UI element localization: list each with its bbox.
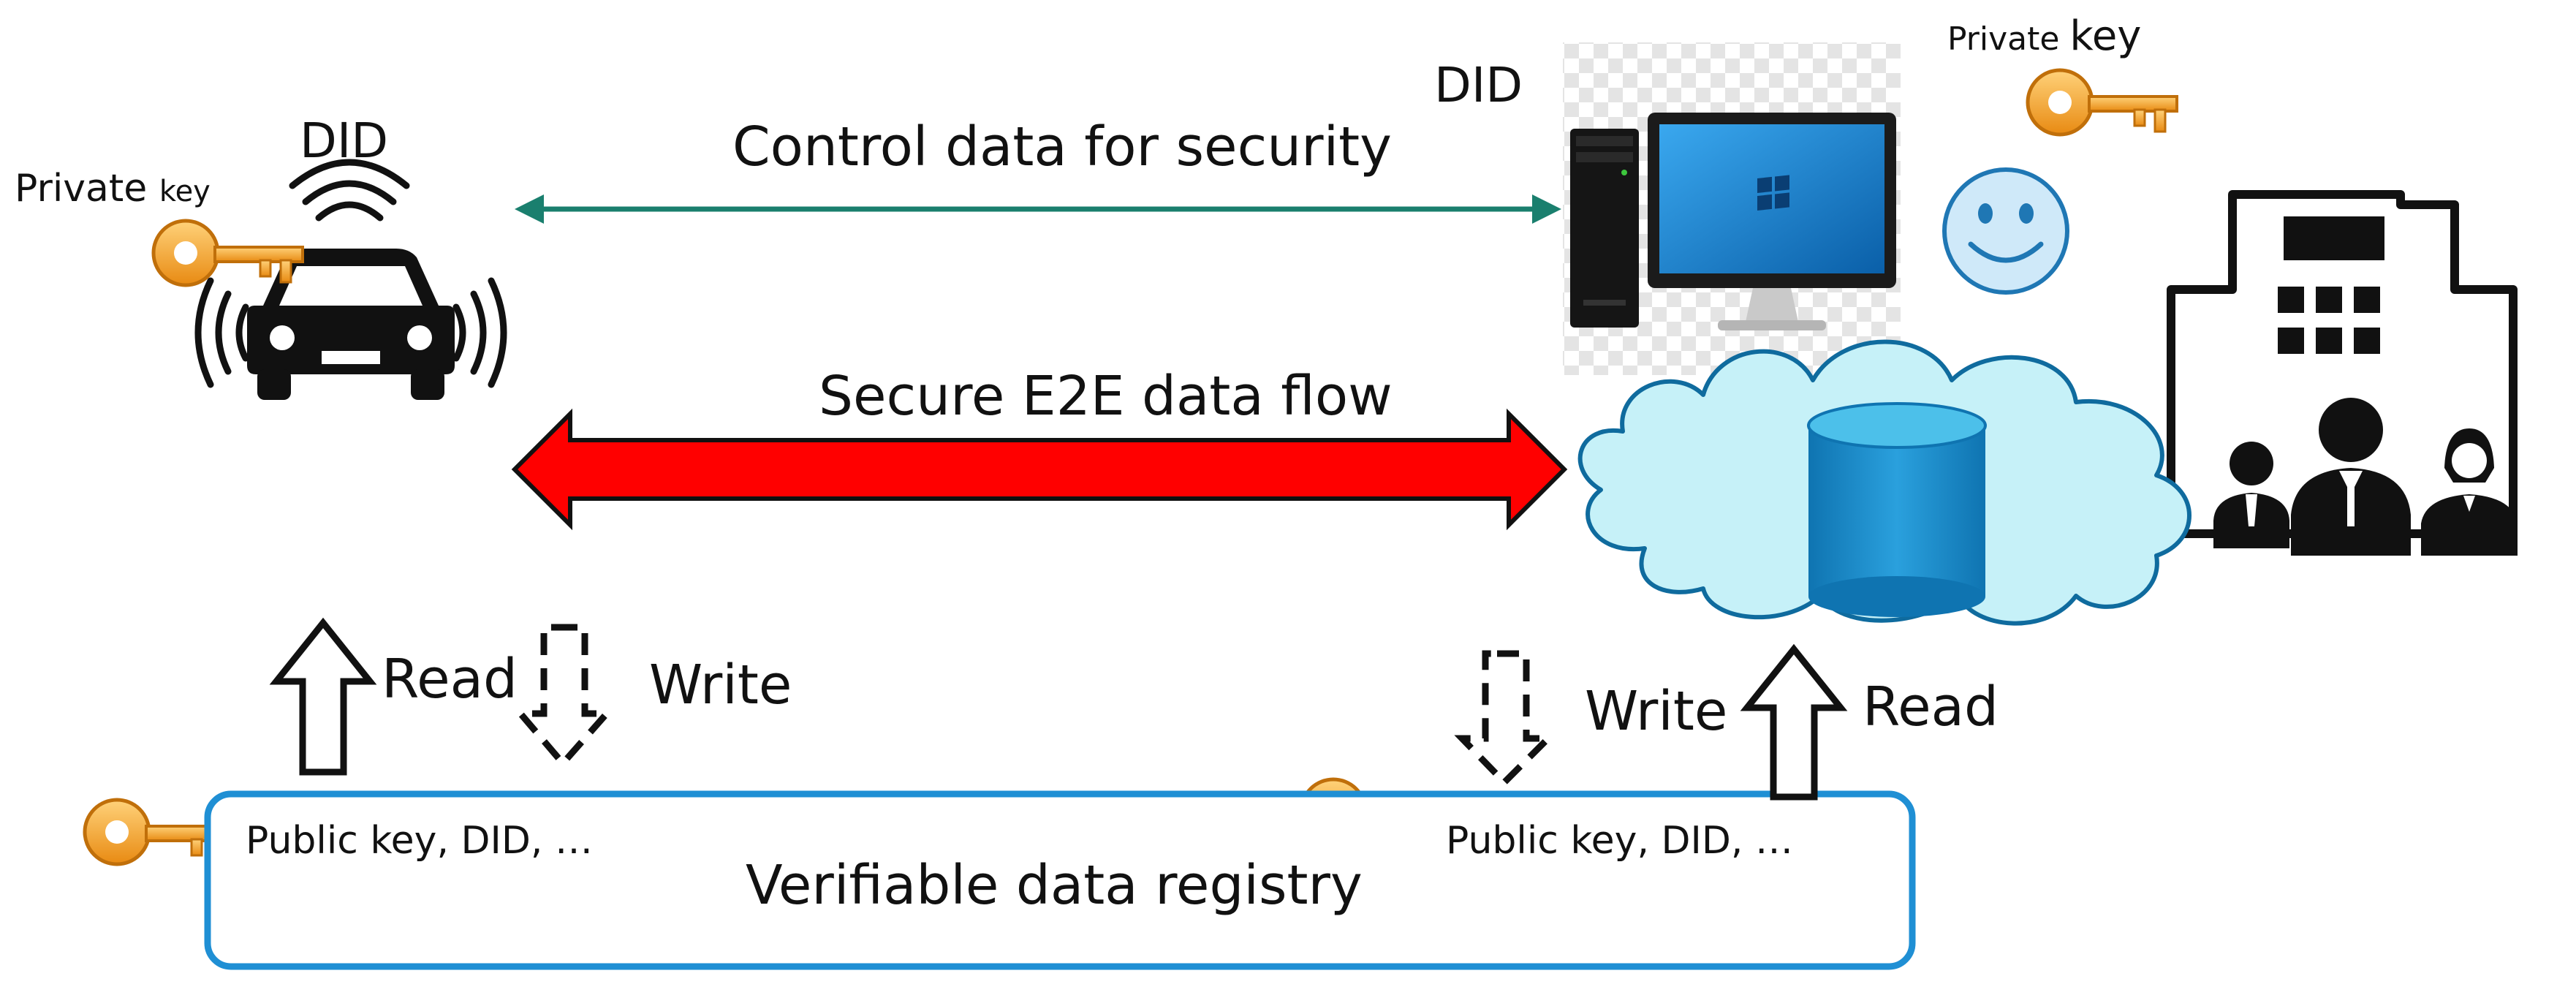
- left-read-arrow: [269, 617, 377, 776]
- car-private-key-suffix: key: [159, 175, 211, 208]
- left-write-arrow: [513, 624, 614, 768]
- building-icon: [2167, 190, 2518, 538]
- left-write-label: Write: [649, 654, 792, 716]
- computer-icon: [1563, 42, 1901, 375]
- registry-title: Verifiable data registry: [746, 854, 1363, 917]
- e2e-data-flow-label: Secure E2E data flow: [819, 365, 1393, 428]
- verifiable-data-registry-box: [204, 790, 1916, 970]
- right-write-arrow: [1454, 650, 1556, 787]
- right-read-label: Read: [1863, 676, 1999, 738]
- car-did-label: DID: [300, 113, 389, 169]
- control-data-arrow: [515, 194, 1561, 224]
- server-private-key-suffix: key: [2069, 12, 2142, 60]
- right-write-label: Write: [1585, 680, 1728, 743]
- car-icon: [194, 159, 507, 400]
- server-private-key-text: Private: [1947, 20, 2060, 58]
- e2e-data-flow-arrow: [511, 408, 1568, 531]
- registry-right-entry: Public key, DID, …: [1446, 819, 1793, 863]
- user-smiley-icon: [1942, 167, 2069, 295]
- right-read-arrow: [1740, 643, 1848, 801]
- left-read-label: Read: [382, 648, 518, 711]
- car-private-key-text: Private: [15, 167, 148, 211]
- database-icon: [1807, 402, 1987, 617]
- server-private-key-label: Private key: [1947, 16, 2141, 57]
- car-private-key-icon: [151, 219, 304, 287]
- people-icon: [2213, 398, 2518, 556]
- server-private-key-icon: [2026, 68, 2178, 137]
- registry-left-entry: Public key, DID, …: [246, 819, 593, 863]
- control-data-label: Control data for security: [732, 116, 1392, 178]
- car-private-key-label: Private key: [15, 170, 211, 208]
- server-did-label: DID: [1434, 57, 1523, 113]
